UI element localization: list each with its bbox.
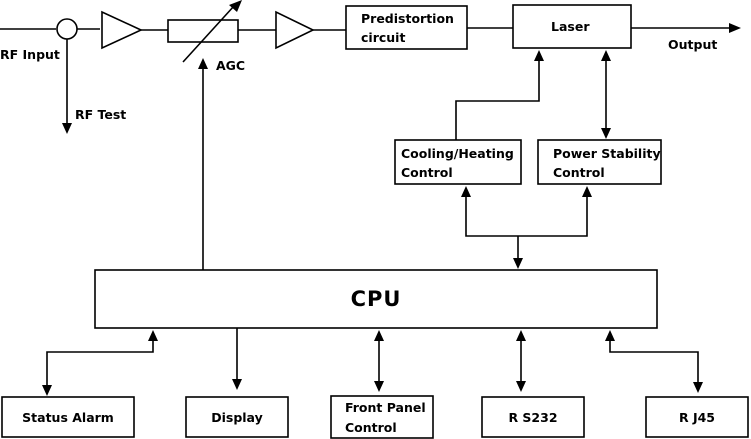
status-alarm-link — [46, 340, 154, 386]
front-panel-arrowhead-up — [374, 330, 384, 341]
status-alarm-arrowhead-up — [148, 330, 158, 341]
power-laser-arrowhead-down — [601, 128, 611, 139]
cooling-laser-line — [455, 60, 540, 140]
cooling-label-line2: Control — [401, 165, 453, 180]
rj45-arrowhead-up — [605, 330, 615, 341]
cpu-agc-control — [198, 58, 208, 270]
rj45-box — [645, 396, 749, 438]
rs232-label: R S232 — [508, 410, 557, 425]
rf-test-arrowhead — [62, 123, 72, 134]
front-panel-label-line2: Control — [345, 420, 397, 435]
rj45-arrowhead-down — [693, 382, 703, 393]
rs232-box — [481, 396, 585, 438]
control-bus-line — [465, 196, 588, 237]
laser-control: Cooling/Heating Control Power Stability … — [394, 50, 662, 269]
status-alarm-arrowhead-down — [42, 385, 52, 396]
cpu-agc-arrowhead — [198, 58, 208, 69]
predistortion-label-line1: Predistortion — [361, 11, 454, 26]
rs232-arrowhead-down — [516, 381, 526, 392]
display-box — [185, 396, 289, 438]
laser-box — [512, 4, 632, 49]
agc-attenuator — [167, 19, 239, 43]
amplifier-2 — [275, 10, 315, 50]
cooling-label-line1: Cooling/Heating — [401, 146, 514, 161]
status-alarm-label: Status Alarm — [22, 410, 114, 425]
agc-label: AGC — [216, 58, 245, 73]
rf-signal-chain: Predistortion circuit Laser RF Input Out… — [0, 0, 741, 73]
agc-variable-arrow — [182, 5, 235, 63]
cpu-block: CPU — [94, 269, 658, 329]
predistortion-label-line2: circuit — [361, 30, 405, 45]
power-stability-control-box — [537, 139, 662, 185]
display-label: Display — [211, 410, 263, 425]
rf-test-label: RF Test — [75, 107, 126, 122]
front-panel-control-box — [330, 395, 434, 439]
power-label-line2: Control — [553, 165, 605, 180]
bus-power-arrowhead — [582, 186, 592, 197]
peripherals: Status Alarm Display Front Panel Control… — [1, 328, 749, 439]
rs232-arrowhead-up — [516, 330, 526, 341]
front-panel-label-line1: Front Panel — [345, 400, 426, 415]
rf-test-tap: RF Test — [62, 39, 126, 134]
front-panel-arrowhead-down — [374, 381, 384, 392]
amplifier-1 — [101, 10, 143, 50]
output-arrowhead — [729, 23, 741, 33]
bus-cpu-arrowhead — [513, 258, 523, 269]
power-label-line1: Power Stability — [553, 146, 661, 161]
cpu-label: CPU — [351, 287, 402, 311]
rf-input-label: RF Input — [0, 47, 60, 62]
power-laser-arrowhead-up — [601, 50, 611, 61]
rf-coupler — [56, 18, 78, 40]
cooling-laser-arrowhead — [534, 50, 544, 61]
rj45-label: R J45 — [679, 410, 715, 425]
display-arrowhead — [232, 379, 242, 390]
agc-variable-arrowhead — [229, 0, 242, 12]
cooling-heating-control-box — [394, 139, 522, 185]
cpu-box — [94, 269, 658, 329]
output-label: Output — [668, 37, 717, 52]
rj45-link — [609, 340, 699, 383]
bus-cooling-arrowhead — [461, 186, 471, 197]
status-alarm-box — [1, 396, 135, 438]
laser-label: Laser — [551, 19, 590, 34]
